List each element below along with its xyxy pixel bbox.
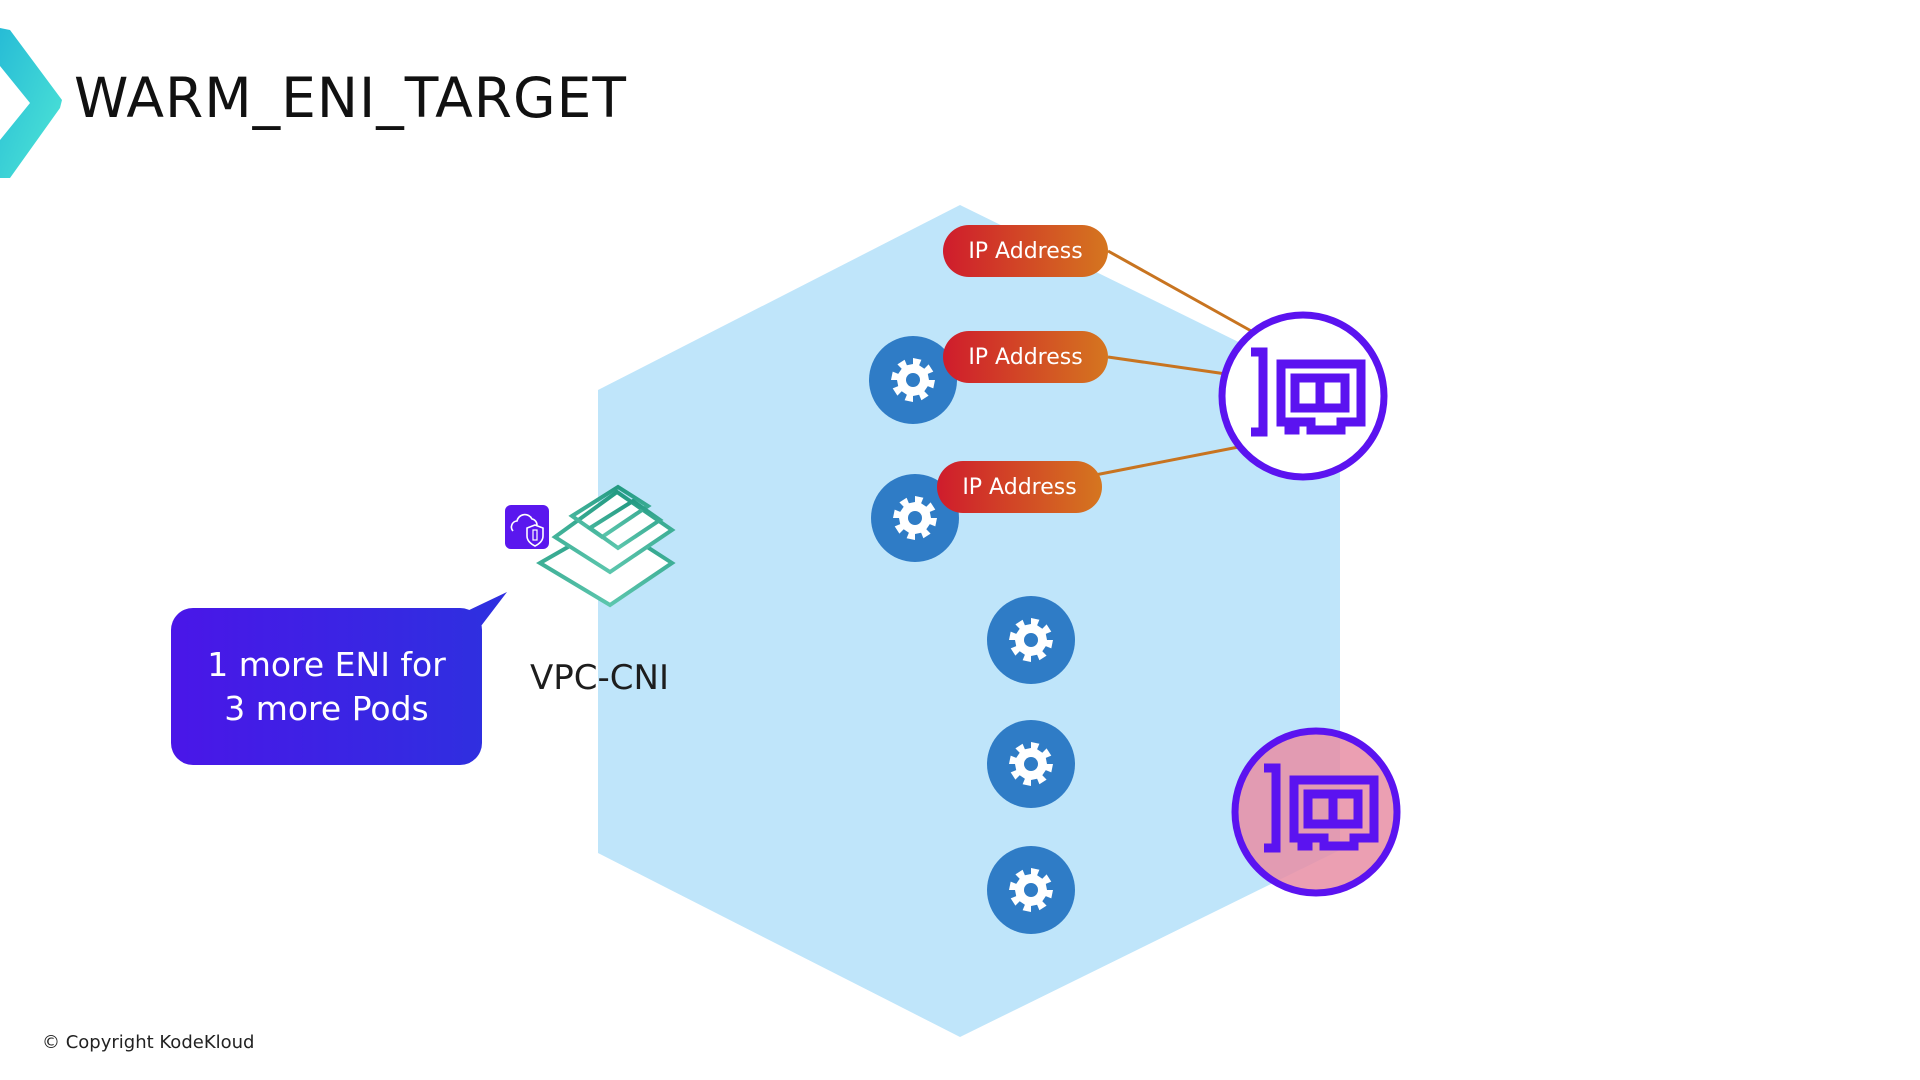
gear-hole (1024, 757, 1038, 771)
stacked-layers-icon (536, 484, 676, 608)
page-title: WARM_ENI_TARGET (74, 66, 627, 130)
connector-1 (1107, 249, 1263, 339)
logo-chevron-icon (0, 28, 62, 178)
gear-hole (1024, 633, 1038, 647)
network-card-icon (1251, 347, 1366, 437)
ip-address-pill: IP Address (943, 331, 1108, 383)
callout-line-1: 1 more ENI for (207, 644, 446, 684)
gear-hole (908, 511, 922, 525)
gear-hole (906, 373, 920, 387)
pod[interactable] (987, 720, 1075, 808)
pods-group (869, 336, 1075, 934)
vpc-cni-label: VPC-CNI (530, 658, 669, 698)
ip-address-pill: IP Address (943, 225, 1108, 277)
shield-icon (526, 524, 544, 547)
ip-address-pill: IP Address (937, 461, 1102, 513)
callout-bubble: 1 more ENI for 3 more Pods (171, 608, 482, 765)
network-card-icon (1264, 763, 1379, 853)
pod[interactable] (987, 846, 1075, 934)
pod[interactable] (869, 336, 957, 424)
copyright-text: © Copyright KodeKloud (42, 1032, 255, 1053)
ip-address-label: IP Address (968, 344, 1083, 370)
cloud-shield-badge (505, 505, 549, 549)
ip-address-label: IP Address (962, 474, 1077, 500)
connector-3 (1089, 442, 1255, 478)
connector-2 (1107, 355, 1241, 378)
callout-line-2: 3 more Pods (224, 688, 429, 728)
pod[interactable] (987, 596, 1075, 684)
ip-address-label: IP Address (968, 238, 1083, 264)
eni-attached[interactable] (1218, 311, 1388, 481)
cloud-icon (510, 513, 538, 532)
node-hexagon (598, 205, 1340, 1037)
eni-new[interactable] (1231, 727, 1401, 897)
pod[interactable] (871, 474, 959, 562)
gear-hole (1024, 883, 1038, 897)
